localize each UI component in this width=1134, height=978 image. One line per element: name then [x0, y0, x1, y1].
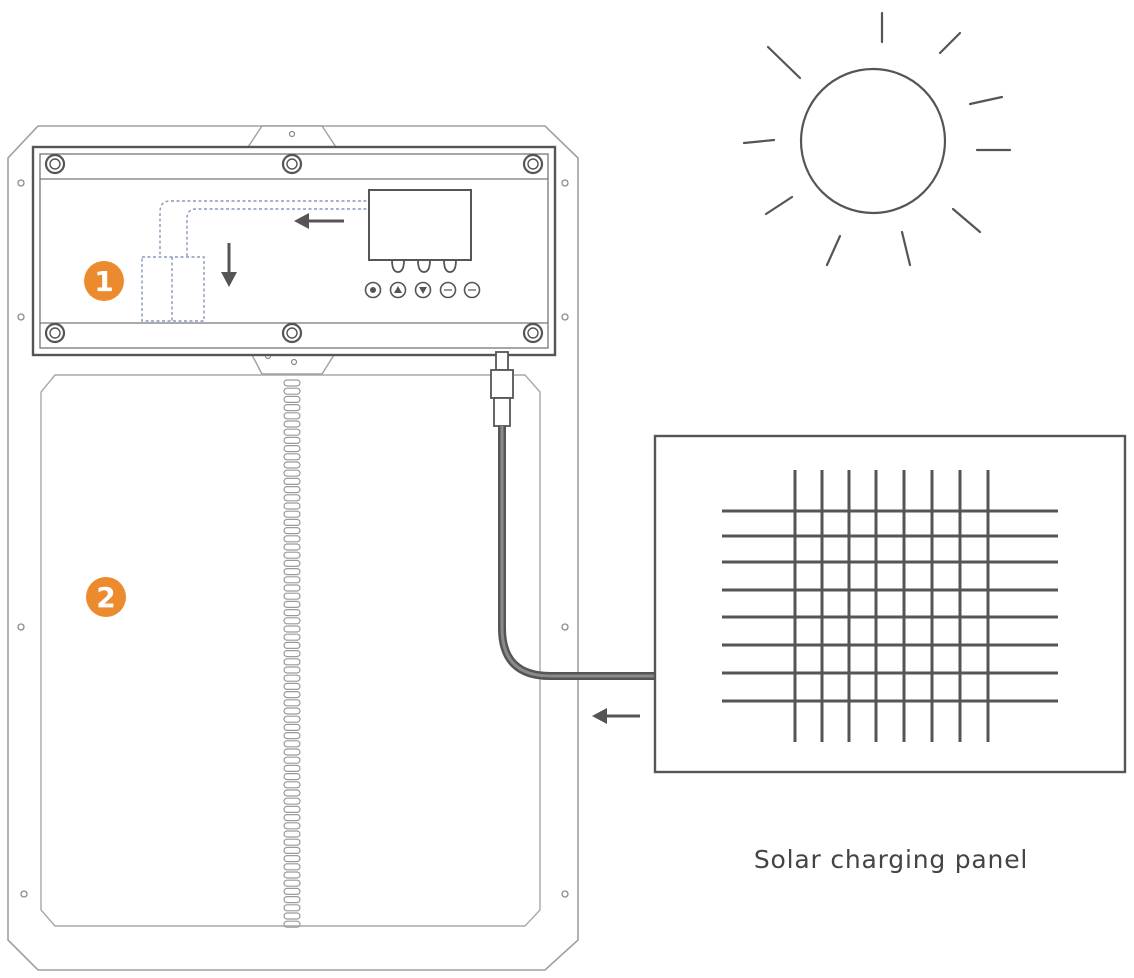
chain-link [283, 518, 301, 527]
chain-link [283, 690, 301, 699]
solar-panel-caption: Solar charging panel [754, 845, 1028, 874]
chain-link [283, 649, 301, 658]
chain-link [283, 731, 301, 740]
chain-link [283, 502, 301, 510]
chain-link [283, 895, 301, 904]
chain-link [283, 469, 301, 477]
sun-icon [742, 11, 1012, 267]
chain-link [283, 486, 301, 494]
internal-wiring [159, 200, 372, 257]
chain-link [283, 887, 301, 896]
chain-link [283, 723, 301, 732]
chain-link [283, 748, 301, 756]
chain-link [283, 781, 301, 789]
chain-link [283, 863, 301, 871]
arrow-icon [294, 213, 344, 229]
chain-link [283, 756, 301, 764]
chain-link [283, 420, 301, 428]
battery-compartment [141, 256, 205, 322]
arrow-icon [592, 708, 640, 724]
chain-link [283, 699, 301, 707]
control-display [368, 189, 472, 261]
chain-link [283, 854, 301, 863]
chain-link [283, 567, 301, 576]
chain-link [283, 740, 301, 748]
chain-link [283, 461, 301, 469]
chain-link [283, 510, 301, 518]
chain-link [283, 805, 301, 814]
chain-link [283, 592, 301, 600]
display-connectors [391, 259, 457, 273]
chain-link [283, 846, 301, 855]
controller-inner [39, 153, 549, 349]
chain-link [283, 764, 301, 773]
chain-link [283, 379, 301, 387]
chain-link [283, 477, 301, 485]
chain-link [283, 879, 301, 887]
controller-outer [31, 145, 557, 357]
chain-link [283, 666, 301, 674]
badge-door-number: 2 [96, 581, 115, 614]
solar-panel [653, 434, 1127, 774]
chain-link [283, 535, 301, 543]
chain-link [283, 674, 301, 682]
chain-link [283, 772, 301, 781]
chain-link [283, 625, 301, 633]
badge-door: 2 [86, 577, 126, 617]
door-outer-frame [7, 125, 579, 971]
chain-link [283, 912, 301, 920]
controller-screws [44, 153, 544, 344]
chain-link [283, 551, 301, 559]
chain-link [283, 436, 301, 444]
chain-link [283, 428, 301, 436]
chain-link [283, 584, 301, 592]
solar-panel-frame [653, 434, 1127, 774]
chain-link [283, 559, 301, 568]
chain-link [283, 707, 301, 715]
chain-link [283, 715, 301, 723]
sun-disc [799, 67, 947, 215]
chain-link [283, 871, 301, 879]
chain-link [283, 404, 301, 412]
door-chain [283, 379, 301, 928]
chain-link [283, 617, 301, 625]
chain-link [283, 576, 301, 584]
chain-link [283, 904, 301, 912]
chain-link [283, 600, 301, 609]
chain-link [283, 789, 301, 797]
chain-link [283, 830, 301, 838]
chain-link [283, 387, 301, 395]
cable-line [498, 426, 656, 680]
chain-link [283, 608, 301, 617]
sliding-door-panel [40, 374, 541, 927]
chain-link [283, 526, 301, 535]
chain-link [283, 395, 301, 403]
badge-controller: 1 [84, 261, 124, 301]
solar-cable [490, 351, 656, 680]
chain-link [283, 658, 301, 666]
chain-link [283, 920, 301, 928]
chain-link [283, 641, 301, 650]
frame-screw-holes [17, 179, 569, 898]
controller-box: 1 [31, 145, 557, 357]
chain-link [283, 543, 301, 551]
chain-link [283, 412, 301, 420]
arrow-icon [221, 243, 237, 287]
chain-link [283, 494, 301, 502]
chain-link [283, 682, 301, 691]
chain-link [283, 822, 301, 830]
solar-cell-grid [722, 470, 1058, 742]
chain-link [283, 445, 301, 453]
chain-link [283, 797, 301, 805]
chain-link [283, 633, 301, 641]
cable-connector [490, 351, 514, 427]
chain-link [283, 813, 301, 822]
control-buttons [364, 281, 481, 299]
chain-link [283, 453, 301, 461]
badge-controller-number: 1 [94, 265, 113, 298]
chain-link [283, 838, 301, 846]
coop-door-assembly: 1 2 [7, 125, 579, 971]
